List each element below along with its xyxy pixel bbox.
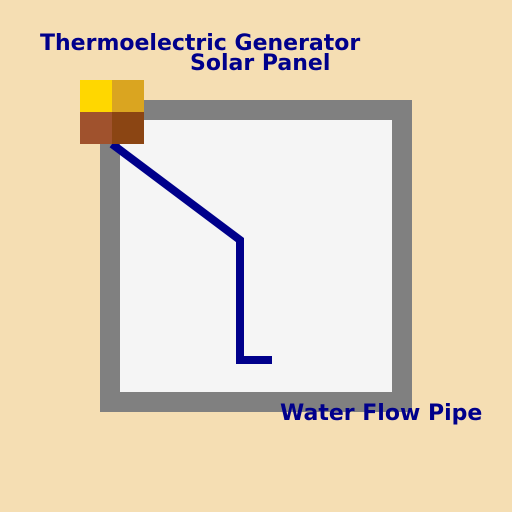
tile-bottom-right: [112, 112, 144, 144]
tile-top-right: [112, 80, 144, 112]
tile-bottom-left: [80, 112, 112, 144]
frame-inner: [120, 120, 392, 392]
generator-label: Thermoelectric Generator: [40, 31, 360, 56]
generator-block: [80, 80, 144, 144]
tile-top-left: [80, 80, 112, 112]
water-flow-pipe: [109, 140, 272, 364]
solar-panel-label: Solar Panel: [190, 51, 330, 76]
water-flow-pipe-label: Water Flow Pipe: [280, 401, 482, 426]
